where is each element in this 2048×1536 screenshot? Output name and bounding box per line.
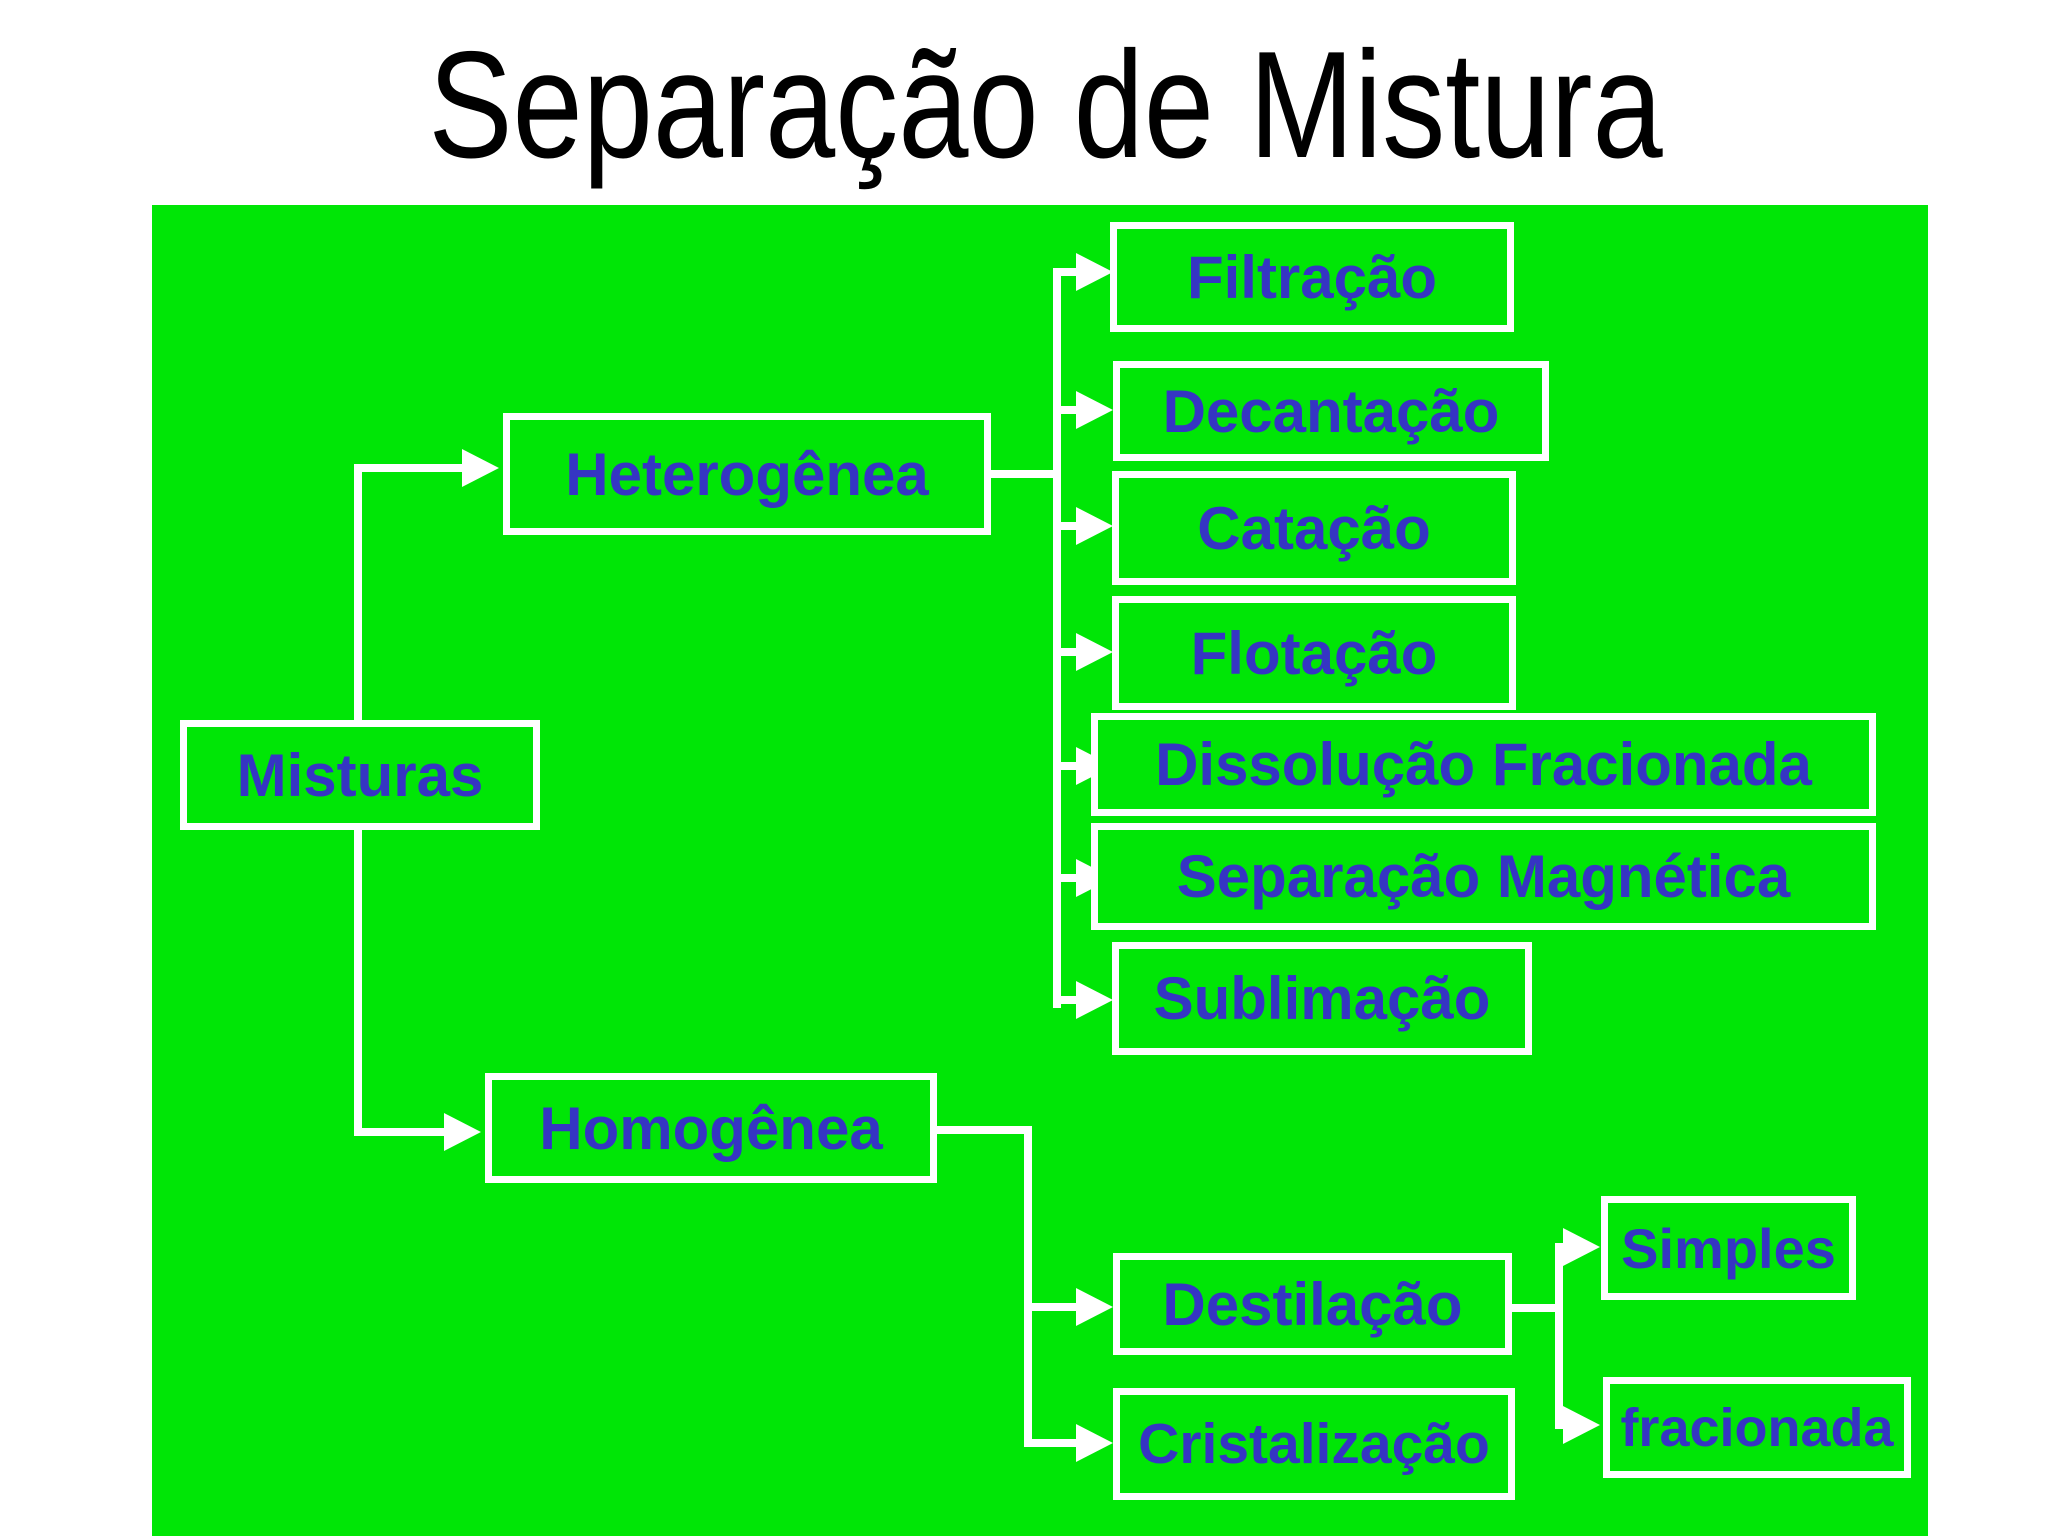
arrowhead-flotacao-icon	[1076, 633, 1113, 671]
connector-to-catacao	[1053, 522, 1076, 530]
connector-to-destilacao	[1024, 1303, 1076, 1311]
connector-to-filtracao	[1053, 268, 1076, 276]
node-homogenea: Homogênea	[485, 1073, 937, 1183]
node-filtracao: Filtração	[1110, 222, 1514, 332]
node-cristalizacao: Cristalização	[1113, 1388, 1515, 1500]
arrowhead-catacao-icon	[1076, 507, 1113, 545]
arrowhead-filtracao-icon	[1076, 253, 1113, 291]
arrowhead-destilacao-icon	[1076, 1288, 1113, 1326]
connector-to-separacao	[1053, 874, 1076, 882]
connector-heterogenea-trunk	[1053, 268, 1061, 1008]
node-flotacao: Flotação	[1112, 596, 1516, 710]
connector-homogenea-out	[930, 1126, 1032, 1134]
arrowhead-decantacao-icon	[1076, 391, 1113, 429]
connector-to-cristalizacao	[1024, 1439, 1076, 1447]
connector-to-flotacao	[1053, 648, 1076, 656]
page-title-text: Separação de Mistura	[428, 20, 1664, 190]
arrowhead-fracionada-icon	[1563, 1406, 1600, 1444]
connector-homogenea-trunk	[1024, 1126, 1032, 1447]
node-sublimacao: Sublimação	[1112, 942, 1532, 1055]
arrowhead-cristalizacao-icon	[1076, 1424, 1113, 1462]
arrowhead-simples-icon	[1563, 1228, 1600, 1266]
connector-to-decantacao	[1053, 406, 1076, 414]
connector-heterogenea-out	[983, 470, 1061, 478]
arrowhead-heterogenea-icon	[462, 449, 499, 487]
connector-to-simples	[1555, 1243, 1567, 1251]
node-heterogenea: Heterogênea	[503, 413, 991, 535]
node-catacao: Catação	[1112, 471, 1516, 585]
connector-to-sublimacao	[1053, 996, 1076, 1004]
connector-to-homogenea	[354, 1128, 446, 1136]
node-separacao-magnetica: Separação Magnética	[1091, 823, 1876, 930]
connector-destilacao-out	[1505, 1304, 1563, 1312]
connector-to-fracionada	[1555, 1421, 1567, 1429]
arrowhead-sublimacao-icon	[1076, 981, 1113, 1019]
connector-to-heterogenea	[354, 464, 464, 472]
node-simples: Simples	[1601, 1196, 1856, 1300]
connector-destilacao-trunk	[1555, 1243, 1563, 1429]
node-decantacao: Decantação	[1113, 361, 1549, 461]
arrowhead-homogenea-icon	[444, 1113, 481, 1151]
page-title: Separação de Mistura	[22, 14, 2048, 196]
connector-to-dissolucao	[1053, 762, 1076, 770]
node-fracionada: fracionada	[1603, 1377, 1911, 1478]
node-dissolucao-fracionada: Dissolução Fracionada	[1091, 713, 1876, 816]
node-destilacao: Destilação	[1113, 1253, 1512, 1355]
node-misturas: Misturas	[180, 720, 540, 830]
